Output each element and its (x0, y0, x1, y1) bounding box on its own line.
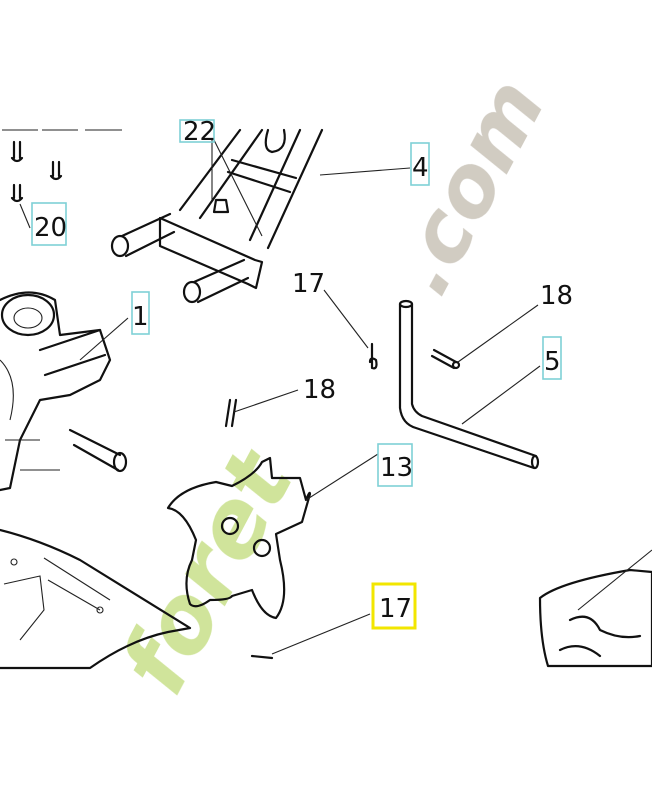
callout-18-lower[interactable]: 18 (303, 375, 336, 405)
callout-13[interactable]: 13 (377, 443, 413, 487)
pin (224, 389, 299, 428)
callout-box (377, 443, 413, 487)
callout-box (131, 291, 150, 335)
callout-label: 17 (379, 594, 412, 624)
callout-label: 18 (540, 281, 573, 311)
callout-label: 1 (132, 302, 149, 332)
hairpin-clip (323, 289, 378, 370)
callout-box (31, 202, 67, 246)
callout-1[interactable]: 1 (131, 291, 150, 335)
pin (430, 304, 539, 370)
callout-18-upper[interactable]: 18 (540, 281, 573, 311)
callout-label: 20 (34, 213, 67, 243)
watermark-text-com: .com (371, 63, 564, 309)
callout-label: 17 (292, 269, 325, 299)
clip (250, 613, 371, 660)
callout-label: 22 (183, 117, 216, 147)
callout-box (410, 142, 430, 186)
callout-20[interactable]: 20 (31, 202, 67, 246)
callout-5[interactable]: 5 (542, 336, 562, 380)
gearbox-cover (538, 549, 652, 668)
callout-box (179, 119, 215, 143)
callout-label: 18 (303, 375, 336, 405)
callout-box (542, 336, 562, 380)
callout-17-highlighted[interactable]: 17 (371, 582, 417, 630)
callout-label: 4 (412, 153, 429, 183)
tiller-tine (166, 453, 379, 620)
engine (0, 291, 129, 492)
callout-label: 5 (544, 347, 561, 377)
highlight-box (371, 582, 417, 630)
callout-22[interactable]: 22 (179, 117, 216, 147)
l-rod (398, 299, 541, 470)
callout-17-upper[interactable]: 17 (292, 269, 325, 299)
callout-label: 13 (380, 453, 413, 483)
tiller-hood (0, 528, 192, 670)
handle-frame (110, 128, 411, 304)
bolt-icon (10, 140, 63, 229)
callout-4[interactable]: 4 (410, 142, 430, 186)
